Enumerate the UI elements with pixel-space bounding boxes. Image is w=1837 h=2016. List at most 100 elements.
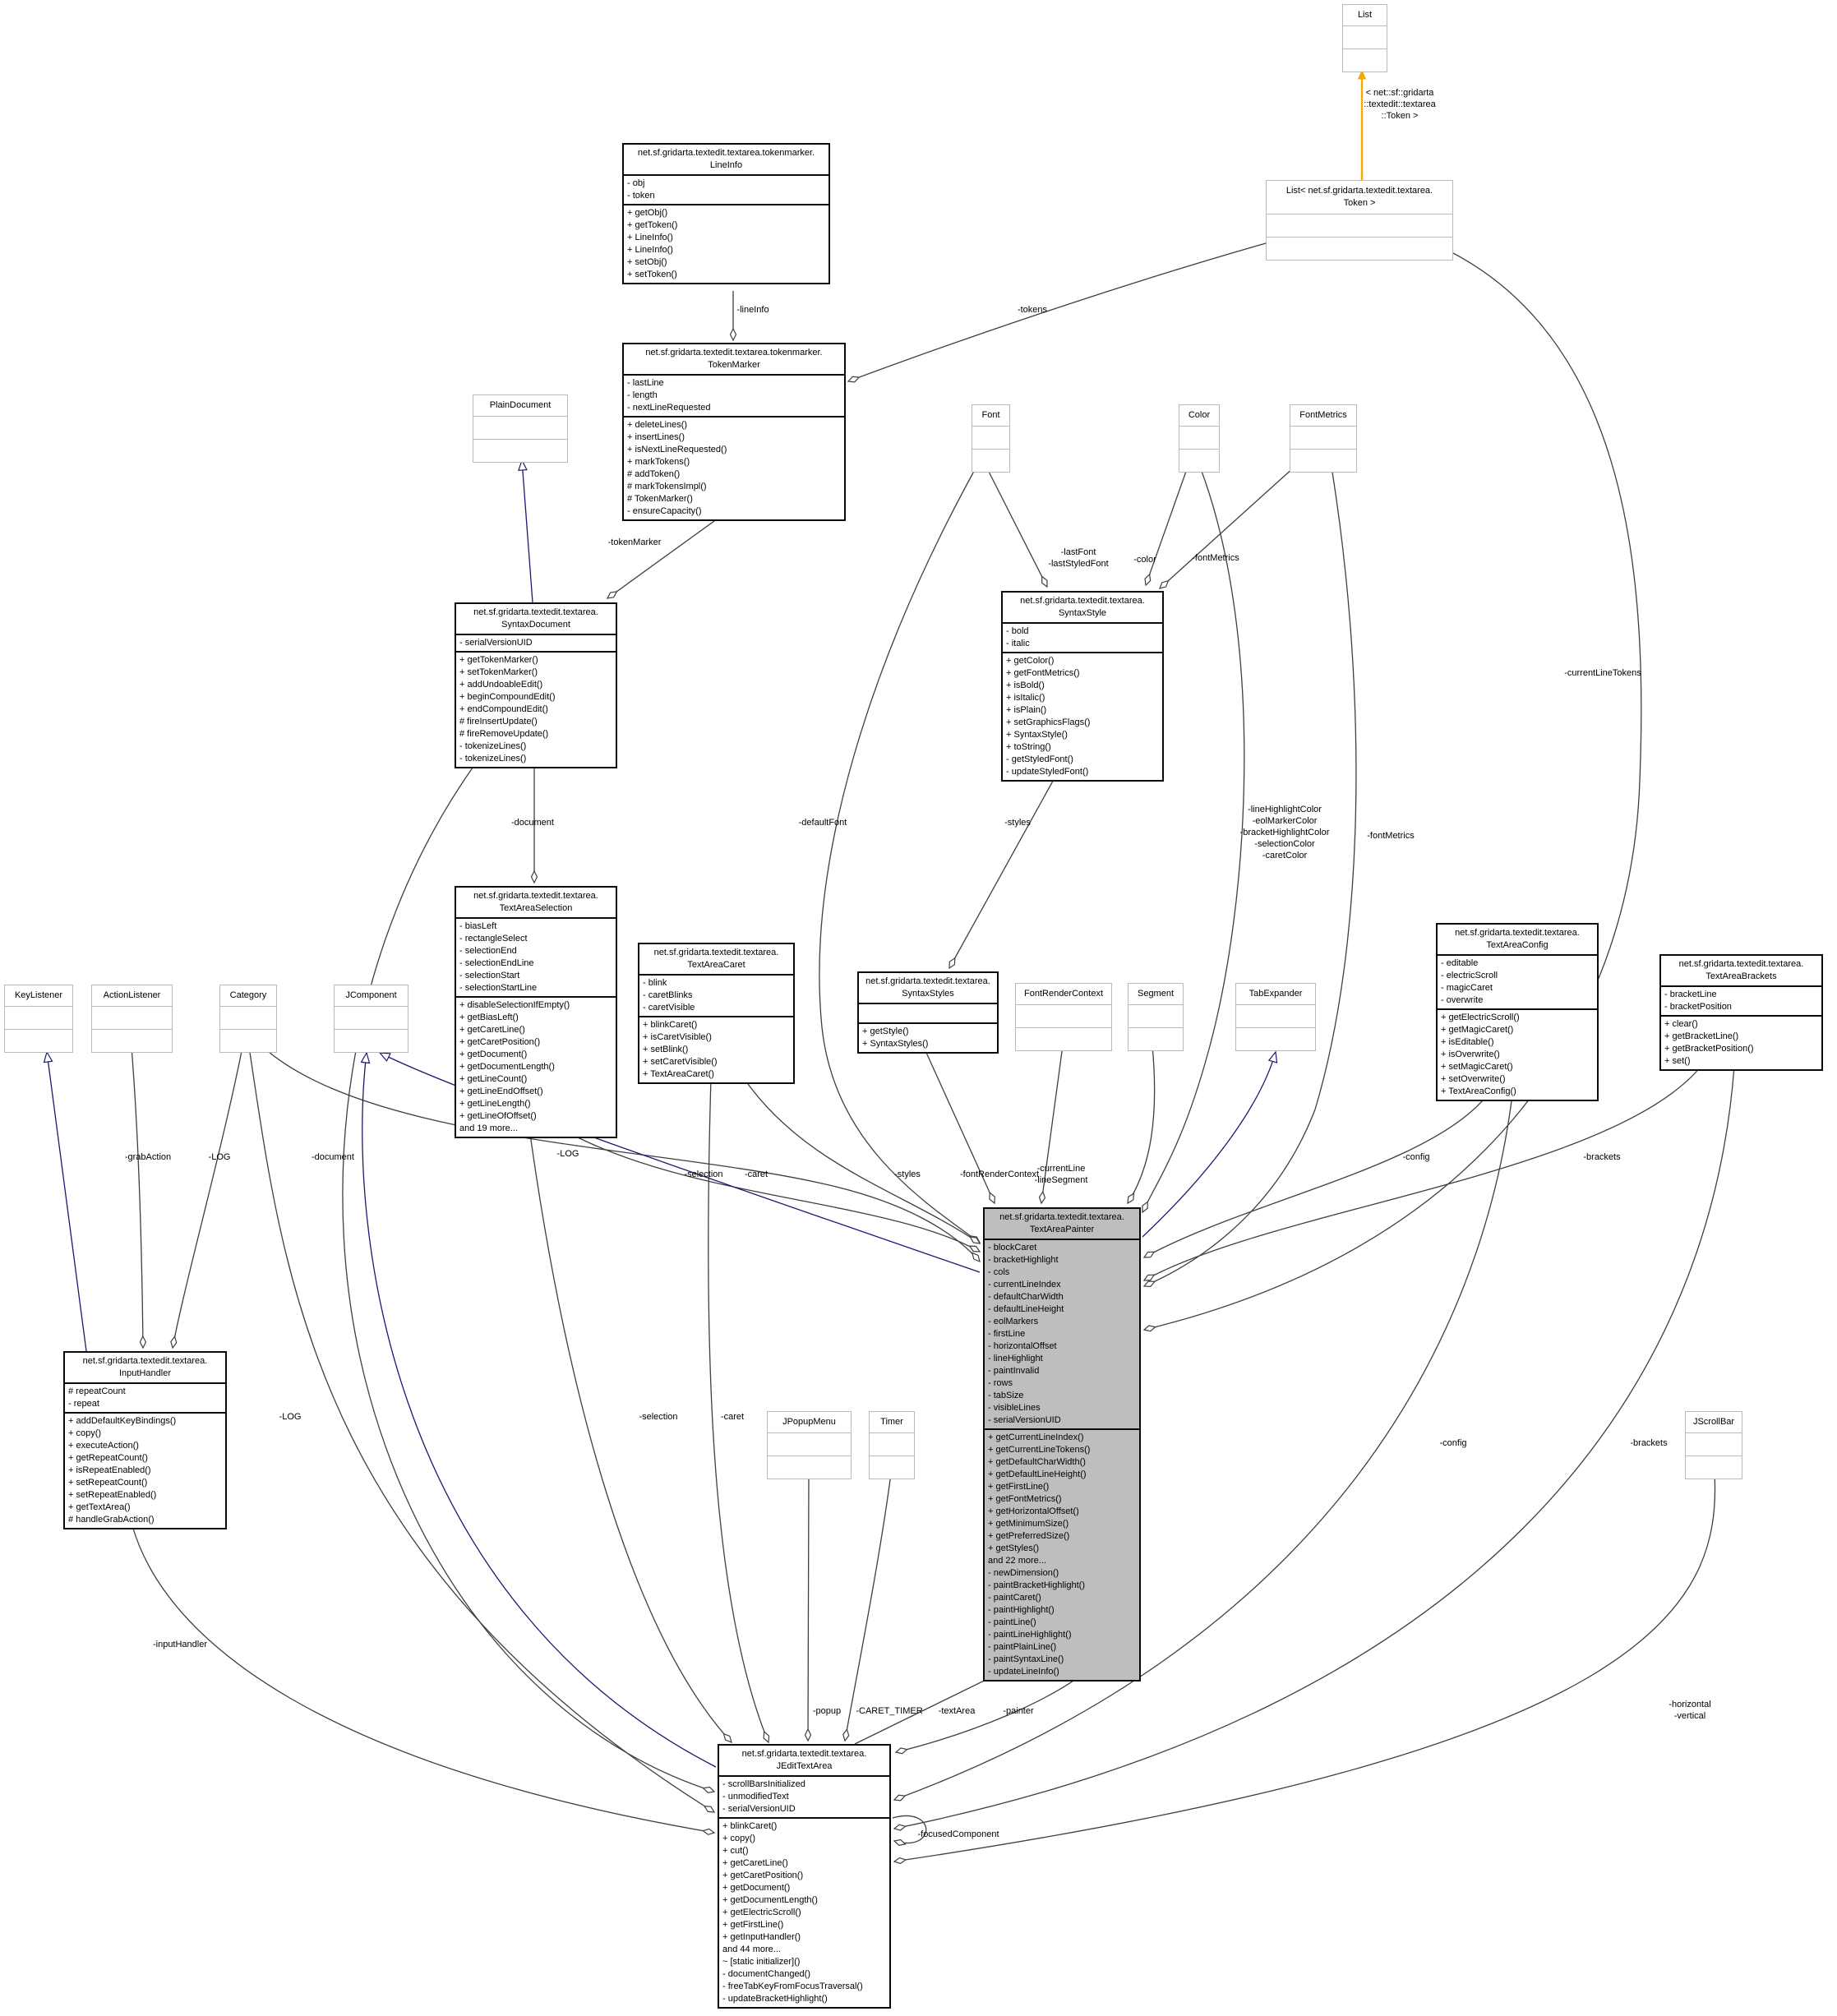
attribute-row: - rectangleSelect <box>459 934 528 943</box>
class-box-timer[interactable]: Timer <box>869 1411 915 1479</box>
class-box-tokenmarker[interactable]: net.sf.gridarta.textedit.textarea.tokenm… <box>622 343 846 521</box>
edge-label-currentLineTokens: -currentLineTokens <box>1564 668 1641 678</box>
method-row: + getFirstLine() <box>988 1482 1050 1492</box>
class-box-jcomponent[interactable]: JComponent <box>334 985 408 1053</box>
attribute-row: - firstLine <box>988 1329 1026 1339</box>
class-attributes-section: - obj- token <box>624 174 828 204</box>
class-box-textareaconfig[interactable]: net.sf.gridarta.textedit.textarea. TextA… <box>1436 923 1599 1101</box>
class-methods-section: + getColor()+ getFontMetrics()+ isBold()… <box>1003 652 1162 780</box>
edge-label-tokenMarker: -tokenMarker <box>607 537 662 547</box>
class-box-actionlistener[interactable]: ActionListener <box>91 985 173 1053</box>
method-row: + isNextLineRequested() <box>627 445 727 454</box>
class-methods-section <box>1179 449 1219 472</box>
class-methods-section: + getCurrentLineIndex()+ getCurrentLineT… <box>985 1428 1139 1680</box>
class-box-syntaxstyle[interactable]: net.sf.gridarta.textedit.textarea. Synta… <box>1001 591 1164 782</box>
class-title-jpopupmenu: JPopupMenu <box>782 1417 836 1427</box>
class-box-list[interactable]: List <box>1342 4 1387 72</box>
class-box-segment[interactable]: Segment <box>1128 983 1184 1051</box>
edge-caret-painter <box>743 1077 981 1244</box>
method-row: + SyntaxStyles() <box>862 1039 929 1049</box>
attribute-row: - selectionEndLine <box>459 958 534 968</box>
class-attributes-section: - biasLeft- rectangleSelect- selectionEn… <box>456 917 616 996</box>
method-row: + getTextArea() <box>68 1502 131 1512</box>
method-row: + setObj() <box>627 257 667 267</box>
class-box-jedittextarea[interactable]: net.sf.gridarta.textedit.textarea. JEdit… <box>718 1744 891 2009</box>
method-row: + setRepeatEnabled() <box>68 1490 157 1500</box>
class-box-inputhandler[interactable]: net.sf.gridarta.textedit.textarea. Input… <box>63 1351 227 1529</box>
method-row: - updateBracketHighlight() <box>722 1994 828 2004</box>
edge-label-defaultFont: -defaultFont <box>798 818 847 828</box>
edge-config-painter <box>1142 1094 1489 1258</box>
class-box-syntaxstyles[interactable]: net.sf.gridarta.textedit.textarea. Synta… <box>857 971 999 1054</box>
attribute-row: - electricScroll <box>1441 971 1498 980</box>
class-box-tabexpander[interactable]: TabExpander <box>1235 983 1316 1051</box>
method-row: + getColor() <box>1006 656 1055 666</box>
attribute-row: - caretVisible <box>643 1003 695 1013</box>
class-title-timer: Timer <box>880 1417 903 1427</box>
edge-fontmetrics-style <box>1159 466 1295 589</box>
attribute-row: - visibleLines <box>988 1403 1041 1413</box>
edge-label-horizontalVertical: -horizontal -vertical <box>1669 1700 1711 1721</box>
class-box-textareaselection[interactable]: net.sf.gridarta.textedit.textarea. TextA… <box>455 886 617 1138</box>
method-row: + getDocumentLength() <box>722 1895 818 1905</box>
class-box-keylistener[interactable]: KeyListener <box>4 985 73 1053</box>
attribute-row: - selectionStartLine <box>459 983 538 993</box>
method-row: + isPlain() <box>1006 705 1047 715</box>
method-row: + getBracketPosition() <box>1664 1044 1754 1054</box>
class-box-textareapainter[interactable]: net.sf.gridarta.textedit.textarea. TextA… <box>983 1207 1141 1682</box>
method-row: + getElectricScroll() <box>722 1908 801 1917</box>
edge-label-inputHandlerLbl: -inputHandler <box>152 1640 208 1649</box>
class-title-actionlistener: ActionListener <box>103 990 161 1000</box>
class-box-list-token[interactable]: List< net.sf.gridarta.textedit.textarea.… <box>1266 180 1453 261</box>
attribute-row: - cols <box>988 1267 1010 1277</box>
attribute-row: - tabSize <box>988 1391 1024 1400</box>
class-box-syntaxdocument[interactable]: net.sf.gridarta.textedit.textarea. Synta… <box>455 602 617 768</box>
attribute-row: - blockCaret <box>988 1243 1037 1253</box>
method-row: + getLineCount() <box>459 1074 528 1084</box>
class-box-plaindocument[interactable]: PlainDocument <box>473 394 568 463</box>
class-title-list-token: List< net.sf.gridarta.textedit.textarea.… <box>1285 186 1433 208</box>
method-row: - paintHighlight() <box>988 1605 1055 1615</box>
class-box-jscrollbar[interactable]: JScrollBar <box>1685 1411 1742 1479</box>
method-row: - freeTabKeyFromFocusTraversal() <box>722 1981 863 1991</box>
class-box-color[interactable]: Color <box>1179 404 1220 473</box>
class-box-textareabrackets[interactable]: net.sf.gridarta.textedit.textarea. TextA… <box>1659 954 1823 1071</box>
edge-inherit-plaindocument <box>518 459 533 603</box>
class-box-textareacaret[interactable]: net.sf.gridarta.textedit.textarea. TextA… <box>638 943 795 1084</box>
class-methods-section: + addDefaultKeyBindings()+ copy()+ execu… <box>65 1412 225 1528</box>
attribute-row: - serialVersionUID <box>988 1415 1061 1425</box>
class-box-fontmetrics[interactable]: FontMetrics <box>1290 404 1357 473</box>
edge-label-selectionTextarea: -selection <box>639 1412 678 1422</box>
class-title-tabexpander: TabExpander <box>1249 989 1303 999</box>
class-attributes-section: - bracketLine- bracketPosition <box>1661 985 1821 1015</box>
attribute-row: - defaultCharWidth <box>988 1292 1064 1302</box>
class-attributes-section <box>220 1006 276 1029</box>
attribute-row: - blink <box>643 978 667 988</box>
class-box-jpopupmenu[interactable]: JPopupMenu <box>767 1411 852 1479</box>
class-box-font[interactable]: Font <box>972 404 1010 473</box>
class-attributes-section <box>92 1006 172 1029</box>
edge-label-caretTextarea: -caret <box>720 1412 745 1422</box>
method-row: + blinkCaret() <box>722 1821 778 1831</box>
method-row: + setOverwrite() <box>1441 1074 1506 1084</box>
attribute-row: - magicCaret <box>1441 983 1493 993</box>
class-methods-section <box>972 449 1009 472</box>
edge-label-fontMetricsStyle: -fontMetrics <box>1192 553 1239 563</box>
class-box-lineinfo[interactable]: net.sf.gridarta.textedit.textarea.tokenm… <box>622 143 830 284</box>
method-row: - paintLineHighlight() <box>988 1630 1072 1640</box>
class-title-tokenmarker: net.sf.gridarta.textedit.textarea.tokenm… <box>645 348 823 370</box>
class-box-category[interactable]: Category <box>219 985 277 1053</box>
class-title-textareaconfig: net.sf.gridarta.textedit.textarea. TextA… <box>1455 928 1580 950</box>
class-attributes-section <box>870 1432 914 1455</box>
class-box-fontrendercontext[interactable]: FontRenderContext <box>1015 983 1112 1051</box>
method-row: + getCaretPosition() <box>722 1871 804 1880</box>
method-row: + setToken() <box>627 270 677 279</box>
method-row: + setMagicCaret() <box>1441 1062 1513 1072</box>
attribute-row: - serialVersionUID <box>459 638 533 648</box>
edge-label-focusedComponent: -focusedComponent <box>917 1829 999 1839</box>
class-methods-section: + getStyle()+ SyntaxStyles() <box>859 1022 997 1052</box>
edge-label-documentSel: -document <box>511 818 554 828</box>
method-row: + executeAction() <box>68 1441 139 1451</box>
class-methods-section <box>5 1029 72 1052</box>
